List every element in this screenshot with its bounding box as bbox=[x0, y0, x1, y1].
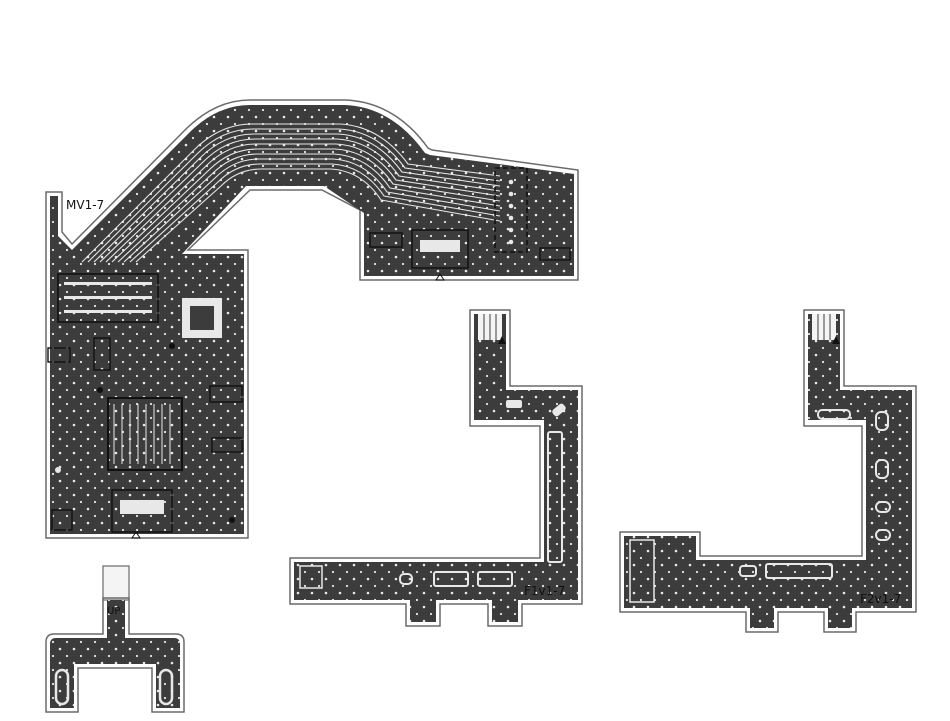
small-board: UP bbox=[46, 566, 184, 712]
main-board-label: MV1-7 bbox=[66, 198, 104, 212]
front-board-2: F2v1-7 bbox=[620, 310, 916, 632]
front-board-1-label: F1v1-7 bbox=[524, 584, 565, 598]
small-board-tab bbox=[103, 566, 129, 600]
small-board-label: UP bbox=[107, 606, 120, 617]
front-board-2-label: F2v1-7 bbox=[860, 592, 901, 606]
front-board-1: F1v1-7 bbox=[290, 310, 582, 626]
